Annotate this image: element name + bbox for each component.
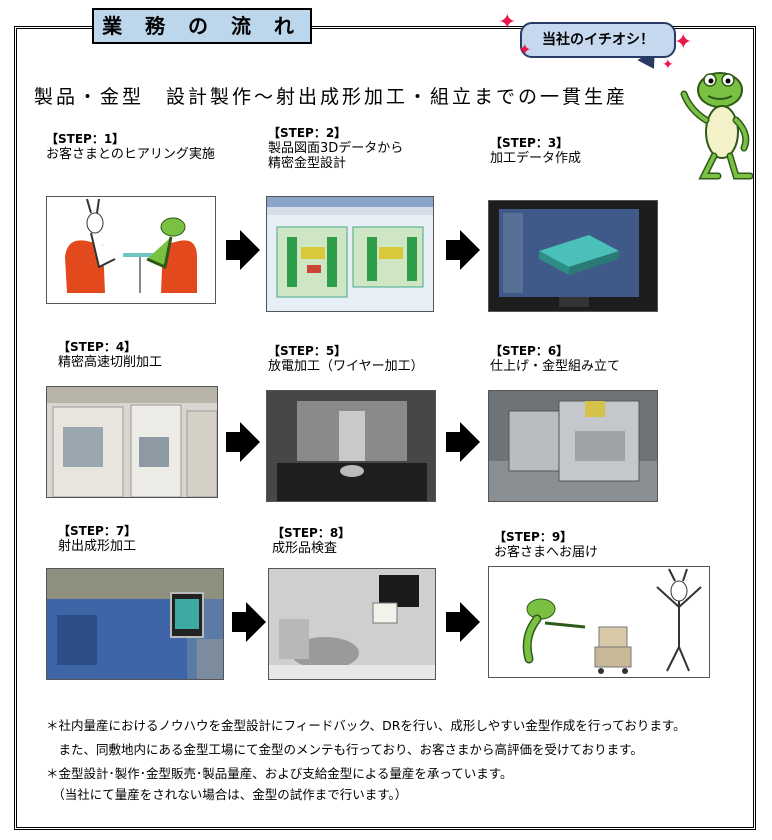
step-8-label: 【STEP：8】 成形品検査 [272,526,350,556]
step-3-cam-photo [488,200,658,312]
step-text: 加工データ作成 [490,151,582,166]
step-5-label: 【STEP：5】 放電加工（ワイヤー加工） [268,344,424,374]
note-line: ＊社内量産におけるノウハウを金型設計にフィードバック、DRを行い、成形しやすい金… [46,718,686,733]
step-number: 【STEP：3】 [490,136,569,150]
page-title: 業 務 の 流 れ [92,8,312,44]
step-text: 製品図面3Dデータから [268,141,404,156]
step-8-inspection-photo [268,568,436,680]
step-7-molding-machine-photo [46,568,224,680]
step-text: 放電加工（ワイヤー加工） [268,359,424,374]
sparkle-icon: ✦ [674,30,693,55]
step-number: 【STEP：5】 [268,344,347,358]
step-number: 【STEP：1】 [46,132,125,146]
step-5-edm-photo [266,390,436,502]
sparkle-icon: ✦ [518,40,532,59]
step-text: お客さまへお届け [494,545,599,560]
step-text: 精密金型設計 [268,156,347,171]
step-text: 射出成形加工 [58,539,137,554]
note-line: ＊金型設計･製作･金型販売･製品量産、および支給金型による量産を承っています。 [46,766,513,781]
step-number: 【STEP：2】 [268,126,347,140]
step-9-label: 【STEP：9】 お客さまへお届け [494,530,598,560]
sparkle-icon: ✦ [662,57,674,73]
step-1-illustration [46,196,216,304]
note-line: （当社にて量産をされない場合は、金型の試作まで行います。） [46,787,408,802]
step-7-label: 【STEP：7】 射出成形加工 [58,524,136,554]
step-text: 成形品検査 [272,541,338,556]
headline: 製品・金型 設計製作～射出成形加工・組立までの一貫生産 [34,86,629,108]
step-6-label: 【STEP：6】 仕上げ・金型組み立て [490,344,620,374]
step-text: 仕上げ・金型組み立て [490,359,621,374]
step-2-cad-screenshot [266,196,434,312]
sparkle-icon: ✦ [498,10,517,35]
step-number: 【STEP：8】 [272,526,351,540]
step-4-label: 【STEP：4】 精密高速切削加工 [58,340,162,370]
step-number: 【STEP：4】 [58,340,137,354]
step-number: 【STEP：6】 [490,344,569,358]
notes-block: ＊社内量産におけるノウハウを金型設計にフィードバック、DRを行い、成形しやすい金… [46,714,686,804]
step-text: 精密高速切削加工 [58,355,163,370]
step-number: 【STEP：7】 [58,524,137,538]
frog-mascot [680,72,754,180]
note-line: また、同敷地内にある金型工場にて金型のメンテも行っており、お客さまから高評価を受… [46,742,643,757]
step-3-label: 【STEP：3】 加工データ作成 [490,136,581,166]
step-1-label: 【STEP：1】 お客さまとのヒアリング実施 [46,132,215,162]
step-number: 【STEP：9】 [494,530,573,544]
step-6-assembly-photo [488,390,658,502]
step-2-label: 【STEP：2】 製品図面3Dデータから 精密金型設計 [268,126,403,171]
step-text: お客さまとのヒアリング実施 [46,147,215,162]
step-9-delivery-illustration [488,566,710,678]
recommend-badge: 当社のイチオシ！ [520,22,676,58]
step-4-machining-photo [46,386,218,498]
